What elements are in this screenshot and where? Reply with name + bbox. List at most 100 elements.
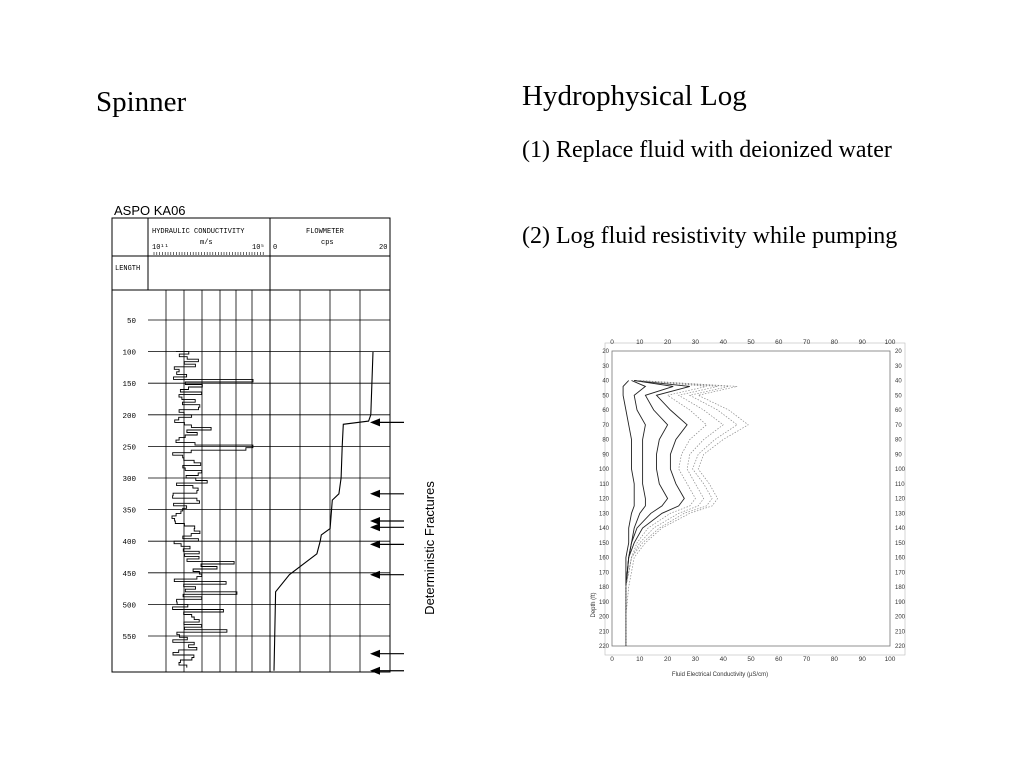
fracture-arrow-head [370, 649, 380, 658]
depth-tick-label: 300 [122, 476, 136, 484]
y-tick-label-right: 80 [895, 438, 902, 444]
x-tick-label-top: 0 [610, 339, 614, 346]
y-tick-label-right: 180 [895, 585, 906, 591]
conductivity-profile-line [625, 380, 674, 646]
y-tick-label-right: 200 [895, 615, 906, 621]
fracture-arrow-head [370, 489, 380, 498]
length-label: LENGTH [115, 265, 140, 273]
y-tick-label-left: 90 [602, 452, 609, 458]
y-tick-label-right: 30 [895, 364, 902, 370]
hydraulic-conductivity-trace [171, 351, 254, 668]
x-tick-label-top: 30 [692, 339, 700, 346]
y-tick-label-left: 200 [599, 615, 610, 621]
y-tick-label-left: 60 [602, 408, 609, 414]
y-tick-label-left: 120 [599, 497, 610, 503]
flowmeter-panel-label: FLOWMETER [306, 228, 345, 236]
x-tick-label-bottom: 70 [803, 656, 811, 663]
x-tick-label-top: 80 [831, 339, 839, 346]
y-tick-label-right: 170 [895, 570, 906, 576]
fracture-arrow-head [370, 516, 380, 525]
y-tick-label-right: 70 [895, 423, 902, 429]
y-tick-label-left: 140 [599, 526, 610, 532]
x-tick-label-top: 100 [885, 339, 896, 346]
x-tick-label-bottom: 20 [664, 656, 672, 663]
y-tick-label-right: 20 [895, 349, 902, 355]
y-tick-label-right: 190 [895, 600, 906, 606]
y-tick-label-left: 190 [599, 600, 610, 606]
y-tick-label-right: 60 [895, 408, 902, 414]
x-tick-label-bottom: 30 [692, 656, 700, 663]
depth-tick-label: 500 [122, 602, 136, 610]
conductivity-profile-line [622, 380, 635, 646]
y-tick-label-right: 140 [895, 526, 906, 532]
y-tick-label-left: 40 [602, 379, 609, 385]
y-tick-label-right: 120 [895, 497, 906, 503]
depth-tick-label: 450 [122, 571, 136, 579]
conductivity-profile-line [625, 380, 724, 646]
y-tick-label-right: 150 [895, 541, 906, 547]
fracture-arrow-head [370, 666, 380, 675]
x-tick-label-bottom: 50 [747, 656, 755, 663]
flowmeter-unit: cps [321, 239, 334, 247]
depth-tick-label: 250 [122, 444, 136, 452]
y-tick-label-left: 50 [602, 393, 609, 399]
x-tick-label-bottom: 90 [859, 656, 867, 663]
flowmeter-tick-right: 20 [379, 244, 387, 252]
spinner-title: Spinner [96, 86, 187, 118]
y-tick-label-left: 100 [599, 467, 610, 473]
x-tick-label-bottom: 100 [885, 656, 896, 663]
y-tick-label-right: 160 [895, 556, 906, 562]
depth-tick-label: 550 [122, 634, 136, 642]
y-tick-label-left: 70 [602, 423, 609, 429]
conductivity-profile-line [625, 380, 708, 646]
fracture-arrow-head [370, 523, 380, 532]
fracture-arrow-head [370, 540, 380, 549]
depth-tick-label: 150 [122, 381, 136, 389]
y-tick-label-left: 130 [599, 511, 610, 517]
y-tick-label-right: 130 [895, 511, 906, 517]
y-tick-label-right: 210 [895, 629, 906, 635]
conductivity-panel-label: HYDRAULIC CONDUCTIVITY [152, 228, 245, 236]
y-tick-label-left: 150 [599, 541, 610, 547]
x-tick-label-bottom: 60 [775, 656, 783, 663]
x-tick-label-bottom: 80 [831, 656, 839, 663]
depth-tick-label: 200 [122, 413, 136, 421]
x-tick-label-bottom: 40 [720, 656, 728, 663]
deterministic-fractures-label: Deterministic Fractures [422, 481, 437, 615]
y-tick-label-left: 80 [602, 438, 609, 444]
flowmeter-trace [273, 351, 374, 671]
conductivity-profile-line [625, 380, 647, 646]
depth-tick-label: 100 [122, 350, 136, 358]
step-2-text: (2) Log fluid resistivity while pumping [522, 223, 898, 249]
depth-tick-label: 350 [122, 508, 136, 516]
spinner-frame [111, 217, 391, 673]
x-tick-label-bottom: 10 [636, 656, 644, 663]
x-tick-label-bottom: 0 [610, 656, 614, 663]
depth-tick-label: 400 [122, 539, 136, 547]
y-tick-label-right: 220 [895, 644, 906, 650]
flowmeter-tick-left: 0 [273, 244, 277, 252]
conductivity-profile-line [625, 380, 690, 646]
y-tick-label-left: 160 [599, 556, 610, 562]
y-tick-label-left: 20 [602, 349, 609, 355]
y-tick-label-left: 180 [599, 585, 610, 591]
x-tick-label-top: 20 [664, 339, 672, 346]
y-tick-label-right: 90 [895, 452, 902, 458]
x-tick-label-top: 10 [636, 339, 644, 346]
step-1-text: (1) Replace fluid with deionized water [522, 137, 892, 163]
fracture-arrow-head [370, 418, 380, 427]
y-tick-label-right: 110 [895, 482, 905, 488]
conductivity-profile-line [625, 380, 749, 646]
x-tick-label-top: 40 [720, 339, 728, 346]
hydro-outer-frame [604, 342, 906, 656]
y-tick-label-right: 40 [895, 379, 902, 385]
fracture-arrow-head [370, 570, 380, 579]
x-tick-label-top: 50 [747, 339, 755, 346]
hydro-x-axis-label: Fluid Electrical Conductivity (µS/cm) [672, 672, 768, 678]
conductivity-unit: m/s [200, 239, 213, 247]
y-tick-label-right: 50 [895, 393, 902, 399]
conductivity-scale-right: 10⁵ [252, 244, 265, 252]
hydro-plot-frame [611, 350, 891, 647]
